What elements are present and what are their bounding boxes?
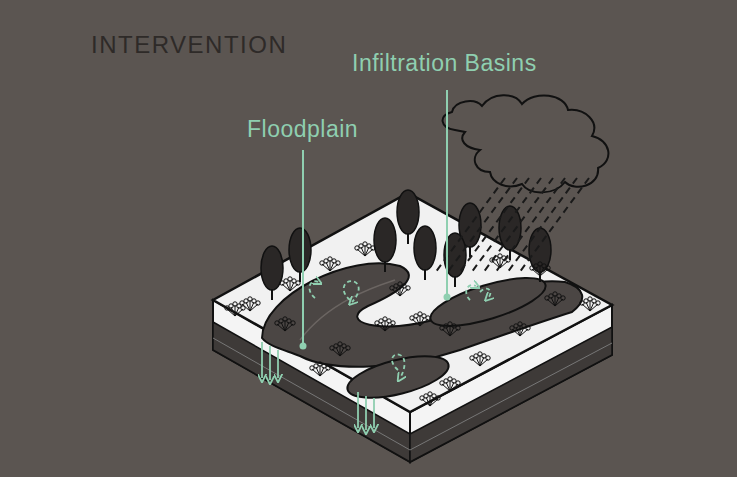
rain-lines <box>435 178 589 273</box>
rain-cloud <box>443 95 609 192</box>
infiltration-basin <box>343 348 452 406</box>
infiltration-arrows <box>262 342 374 430</box>
callout-label: Infiltration Basins <box>352 52 537 75</box>
floodplain-channel <box>262 263 582 366</box>
leader-dot <box>300 343 307 350</box>
infiltration-basin <box>426 268 551 336</box>
water-flow-arrows <box>309 281 490 378</box>
leader-dot <box>444 294 451 301</box>
diagram-title: INTERVENTION <box>91 33 287 57</box>
callout-label: Floodplain <box>247 118 358 141</box>
